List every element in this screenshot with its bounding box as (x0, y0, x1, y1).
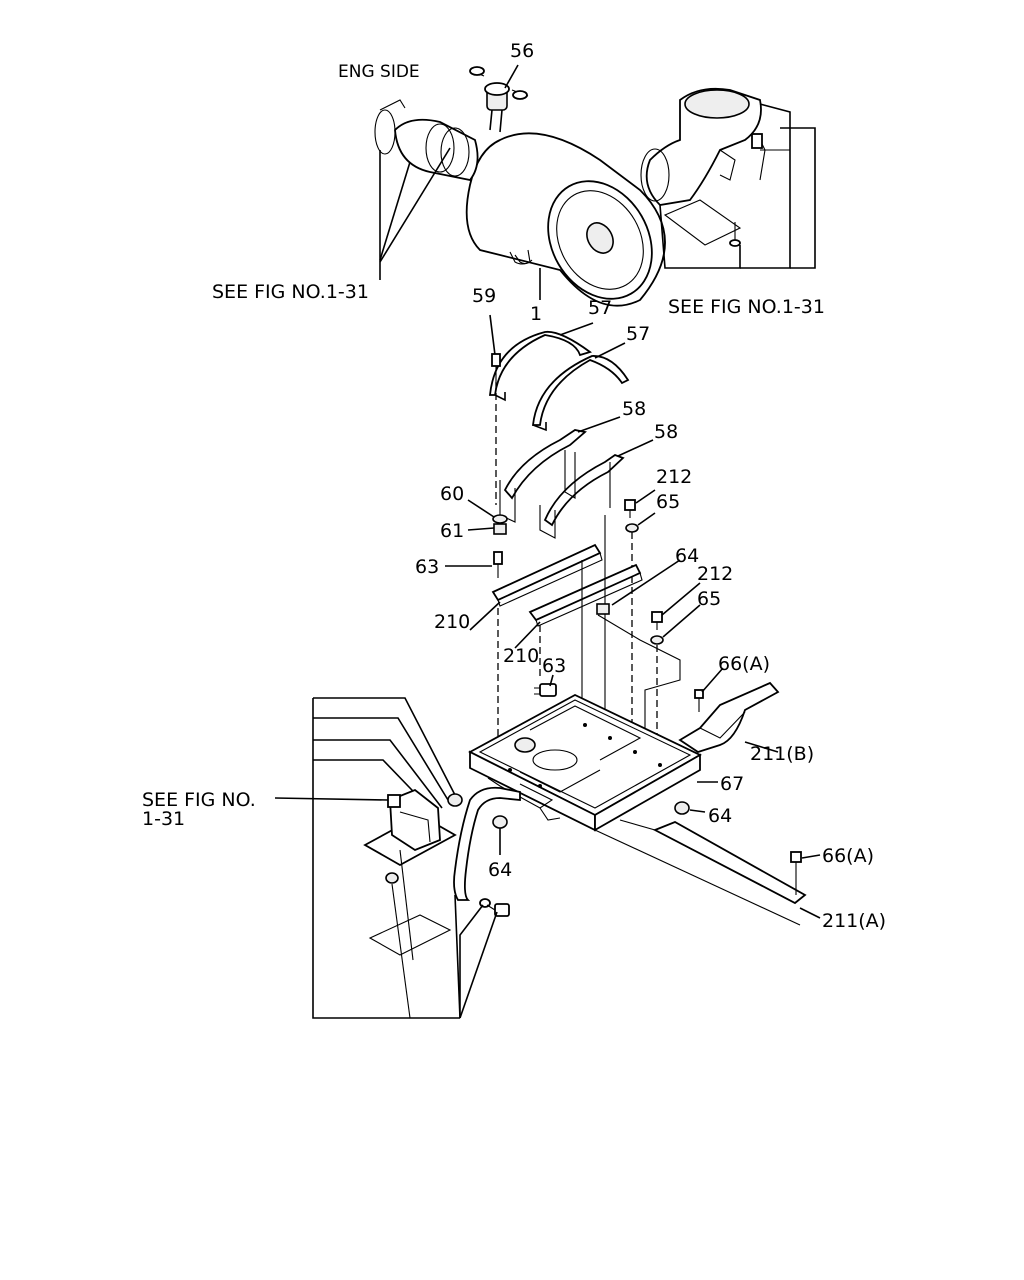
label-eng-side: ENG SIDE (338, 62, 420, 82)
label-part-63a: 63 (415, 556, 439, 578)
label-part-1: 1 (530, 303, 542, 325)
label-part-64b: 64 (708, 805, 732, 827)
label-part-64a: 64 (675, 545, 699, 567)
label-part-210b: 210 (503, 645, 539, 667)
label-part-57a: 57 (588, 297, 612, 319)
bracket-211b (678, 667, 780, 753)
label-see-fig-left-mid-2: 1-31 (142, 808, 185, 830)
nut-64-right (674, 801, 706, 815)
label-part-63b: 63 (542, 655, 566, 677)
base-plate-67 (468, 693, 718, 832)
label-part-64c: 64 (488, 859, 512, 881)
leaders-bands (559, 322, 654, 457)
label-part-212b: 212 (697, 563, 733, 585)
fasteners-mid (596, 559, 701, 760)
label-part-67: 67 (720, 773, 744, 795)
bolt-212-upper (624, 489, 656, 745)
label-part-56: 56 (510, 40, 534, 62)
leaders-top (379, 64, 816, 300)
label-part-66a-bottom: 66(A) (822, 845, 874, 867)
nut-64-bottom (492, 815, 508, 855)
label-part-57b: 57 (626, 323, 650, 345)
label-part-59: 59 (472, 285, 496, 307)
label-part-65b: 65 (697, 588, 721, 610)
label-part-61: 61 (440, 520, 464, 542)
label-part-58a: 58 (622, 398, 646, 420)
label-part-211a: 211(A) (822, 910, 886, 932)
label-part-66a-top: 66(A) (718, 653, 770, 675)
label-part-211b: 211(B) (750, 743, 814, 765)
strip-211a (594, 819, 821, 926)
leaders-60-61 (467, 499, 495, 531)
left-hose-assembly (274, 697, 521, 1019)
label-part-210a: 210 (434, 611, 470, 633)
rails-210 (445, 515, 643, 760)
bolt-59 (489, 314, 508, 535)
bolt-63-lower (534, 674, 557, 697)
air-cleaner-assembly (374, 66, 766, 307)
label-see-fig-left-top: SEE FIG NO.1-31 (212, 281, 369, 303)
label-part-60: 60 (440, 483, 464, 505)
label-part-58b: 58 (654, 421, 678, 443)
label-see-fig-left-mid-1: SEE FIG NO. (142, 789, 256, 811)
label-part-212a: 212 (656, 466, 692, 488)
label-part-65a: 65 (656, 491, 680, 513)
label-see-fig-right-top: SEE FIG NO.1-31 (668, 296, 825, 318)
mounting-bands (489, 330, 630, 539)
